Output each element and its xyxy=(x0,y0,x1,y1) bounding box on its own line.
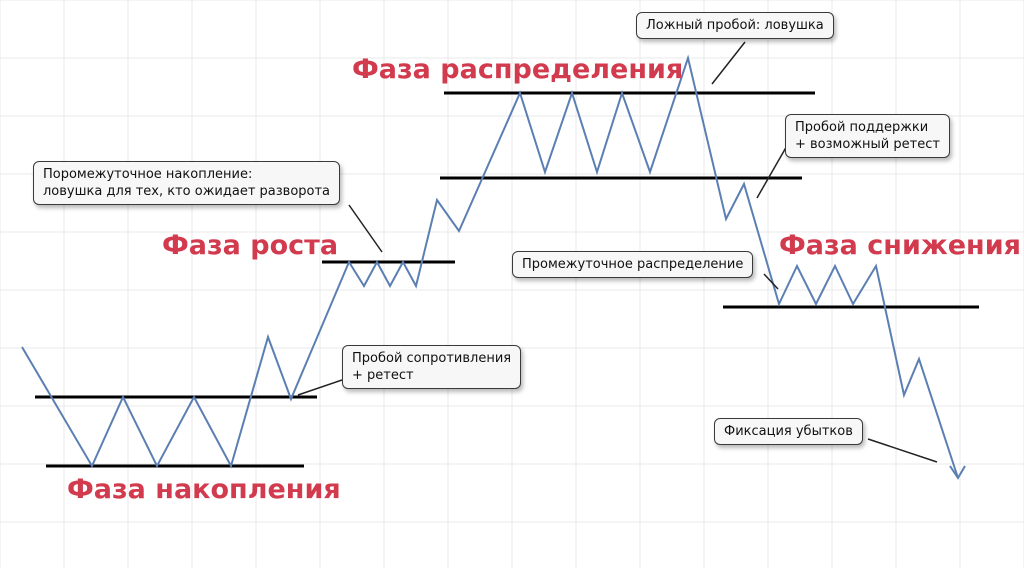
phase-label-growth: Фаза роста xyxy=(162,230,339,261)
callout-loss-fixation: Фиксация убытков xyxy=(714,418,863,445)
phase-label-distribution: Фаза распределения xyxy=(352,54,684,85)
callout-text-line: Пробой сопротивления xyxy=(352,351,512,366)
callout-false-breakout: Ложный пробой: ловушка xyxy=(636,12,834,39)
callout-intermediate-distribution: Промежуточное распределение xyxy=(512,251,754,278)
pointer-false-breakout xyxy=(711,41,746,85)
pointer-resistance-breakout xyxy=(297,379,343,396)
pointer-intermediate-accumulation xyxy=(348,204,383,253)
phase-label-accumulation: Фаза накопления xyxy=(67,474,341,505)
callout-text-line: ловушка для тех, кто ожидает разворота xyxy=(43,184,331,199)
price-path xyxy=(21,54,959,479)
callout-text-line: Пробой поддержки xyxy=(795,120,929,135)
callout-text-line: Фиксация убытков xyxy=(724,424,853,439)
pointer-intermediate-distribution xyxy=(763,273,779,290)
callout-resistance-breakout: Пробой сопротивления + ретест xyxy=(342,345,522,389)
callout-text-line: Поромежуточное накопление: xyxy=(43,167,253,182)
pointer-support-breakout xyxy=(756,143,789,199)
callout-text-line: Промежуточное распределение xyxy=(522,257,744,272)
callout-intermediate-accumulation: Поромежуточное накопление: ловушка для т… xyxy=(33,161,341,205)
pointer-loss-fixation xyxy=(867,438,938,463)
arrow-head xyxy=(949,465,966,480)
callout-text-line: + возможный ретест xyxy=(795,137,940,152)
callout-support-breakout: Пробой поддержки + возможный ретест xyxy=(785,114,950,158)
callout-text-line: + ретест xyxy=(352,368,414,383)
phase-label-decline: Фаза снижения xyxy=(779,230,1021,261)
callout-text-line: Ложный пробой: ловушка xyxy=(646,18,824,33)
